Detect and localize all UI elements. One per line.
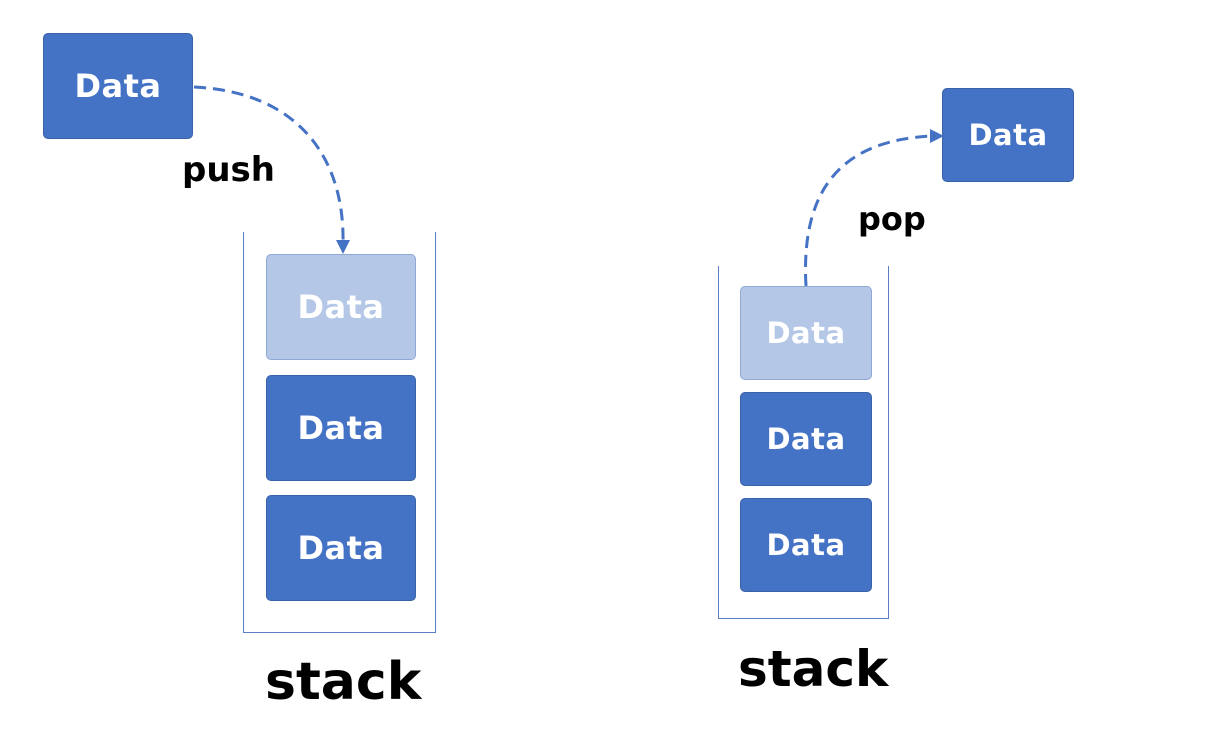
push-stack-block-top: Data <box>266 254 416 360</box>
pop-stack-block-bottom-label: Data <box>766 528 846 562</box>
pop-stack-block-top-label: Data <box>766 316 846 350</box>
push-stack-block-middle-label: Data <box>297 409 385 447</box>
push-stack-container <box>243 232 436 633</box>
push-stack-block-middle: Data <box>266 375 416 481</box>
push-stack-block-top-label: Data <box>297 288 385 326</box>
pop-outgoing-data-block: Data <box>942 88 1074 182</box>
pop-outgoing-data-label: Data <box>968 118 1048 152</box>
push-stack-block-bottom-label: Data <box>297 529 385 567</box>
pop-stack-block-top: Data <box>740 286 872 380</box>
push-incoming-data-label: Data <box>74 67 162 105</box>
push-incoming-data-block: Data <box>43 33 193 139</box>
pop-label: pop <box>858 200 926 238</box>
pop-stack-block-middle-label: Data <box>766 422 846 456</box>
push-stack-block-bottom: Data <box>266 495 416 601</box>
pop-stack-label: stack <box>738 640 889 698</box>
pop-stack-container <box>718 266 889 619</box>
push-stack-label: stack <box>265 652 422 712</box>
pop-stack-block-bottom: Data <box>740 498 872 592</box>
pop-stack-block-middle: Data <box>740 392 872 486</box>
push-label: push <box>182 150 275 190</box>
